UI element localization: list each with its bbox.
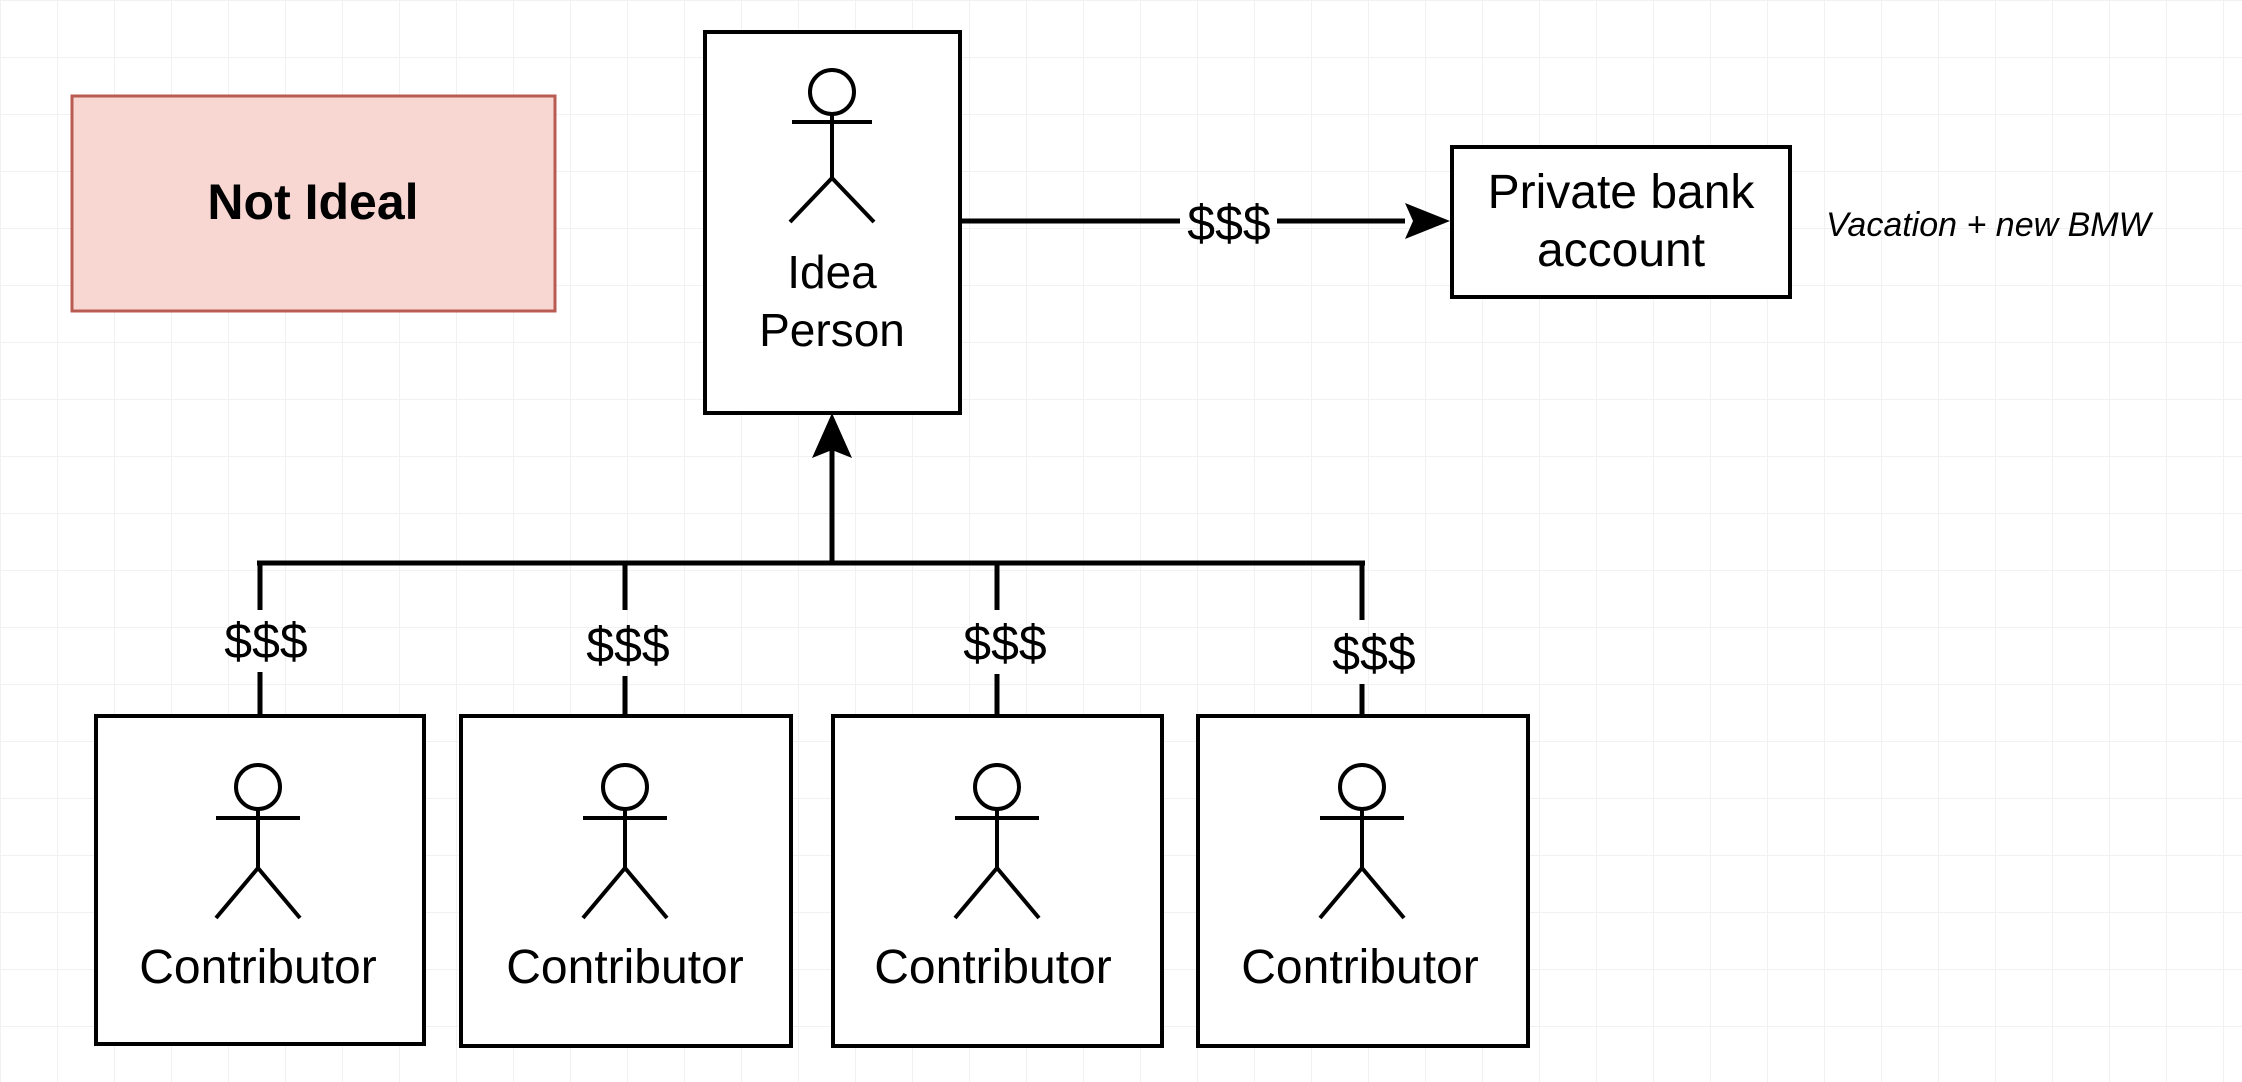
- contributors-to-idea-arrowhead: [812, 413, 852, 458]
- contributor-4-box: [1196, 714, 1530, 1048]
- contributor-3-box: [831, 714, 1164, 1048]
- contributor-3-money: $$$: [963, 615, 1046, 671]
- contributor-1-box: [94, 714, 426, 1046]
- contributor-4-money: $$$: [1332, 625, 1415, 681]
- contributor-2: $$$ Contributor: [459, 563, 793, 1048]
- bank-account-label-line2: account: [1537, 224, 1705, 277]
- contributor-4-label: Contributor: [1241, 941, 1478, 994]
- person-icon: [1318, 763, 1406, 920]
- idea-person-label-line2: Person: [759, 304, 905, 356]
- contributor-3: $$$ Contributor: [831, 563, 1164, 1048]
- contributor-2-money: $$$: [586, 617, 669, 673]
- payout-arrowhead: [1405, 203, 1450, 239]
- contributor-2-label: Contributor: [506, 941, 743, 994]
- bank-account-box: [1450, 145, 1792, 299]
- bank-account-label-line1: Private bank: [1488, 166, 1756, 219]
- annotation-text: Vacation + new BMW: [1826, 206, 2154, 244]
- contributor-1-label: Contributor: [139, 941, 376, 994]
- contributor-2-box: [459, 714, 793, 1048]
- contributor-3-label: Contributor: [874, 941, 1111, 994]
- idea-person-box: [703, 30, 962, 415]
- contributor-4: $$$ Contributor: [1196, 563, 1530, 1048]
- contributor-1-money: $$$: [224, 613, 307, 669]
- not-ideal-box: [70, 94, 557, 313]
- payout-money-label: $$$: [1187, 195, 1270, 251]
- not-ideal-label: Not Ideal: [207, 174, 418, 230]
- person-icon: [953, 763, 1041, 920]
- person-icon: [214, 763, 302, 920]
- contributor-1: $$$ Contributor: [94, 563, 426, 1046]
- person-icon: [788, 68, 876, 224]
- idea-person-label-line1: Idea: [787, 246, 877, 298]
- person-icon: [581, 763, 669, 920]
